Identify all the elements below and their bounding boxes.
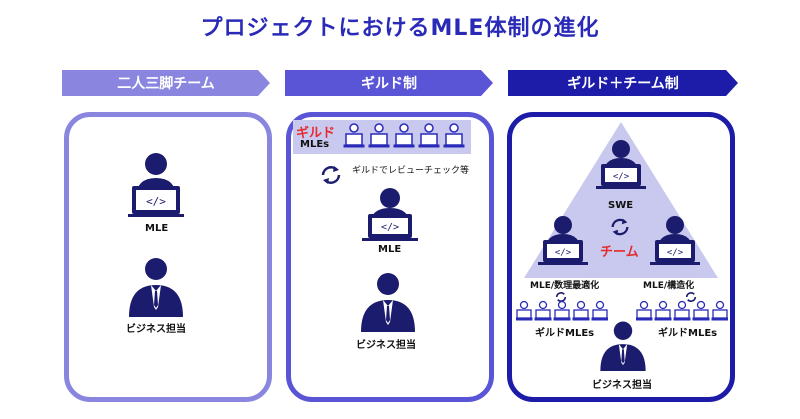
guild-members-icon <box>343 123 465 148</box>
business-person-icon <box>600 321 646 371</box>
page-title: プロジェクトにおけるMLE体制の進化 <box>200 16 600 41</box>
mle-laptop-icon: </> <box>362 188 418 241</box>
mle-laptop-icon: </> <box>538 216 588 265</box>
guild-left-label: ギルドMLEs <box>535 328 595 339</box>
swe-laptop-icon: </> <box>596 140 646 189</box>
stage-header-1: 二人三脚チーム <box>62 70 270 96</box>
guild-mles-label: MLEs <box>300 139 330 150</box>
guild-members-left-icon <box>516 300 608 321</box>
panel3-biz-label: ビジネス担当 <box>592 380 652 391</box>
guild-members-right-icon <box>636 300 728 321</box>
svg-text:</>: </> <box>667 248 684 258</box>
business-person-icon <box>361 273 415 332</box>
panel1-biz-label: ビジネス担当 <box>126 324 186 335</box>
stage-header-3: ギルド＋チーム制 <box>508 70 738 96</box>
guild-label: ギルド <box>296 126 336 141</box>
guild-right-label: ギルドMLEs <box>658 328 718 339</box>
cycle-arrows-icon <box>611 218 629 236</box>
panel-guild <box>286 112 494 402</box>
panel-duo-team <box>64 112 272 402</box>
cycle-arrows-icon <box>685 292 697 302</box>
stage-header-2: ギルド制 <box>285 70 493 96</box>
mle-left-label: MLE/数理最適化 <box>530 281 600 291</box>
svg-text:</>: </> <box>613 172 630 182</box>
business-person-icon <box>129 258 183 317</box>
review-note: ギルドでレビューチェック等 <box>352 166 470 176</box>
mle-laptop-icon: </> <box>128 153 184 217</box>
swe-label: SWE <box>608 200 634 211</box>
panel1-mle-label: MLE <box>145 223 169 234</box>
cycle-arrows-icon <box>321 166 341 184</box>
svg-text:</>: </> <box>146 195 166 208</box>
panel2-mle-label: MLE <box>378 244 402 255</box>
panel2-biz-label: ビジネス担当 <box>356 340 416 351</box>
mle-laptop-icon: </> <box>650 216 700 265</box>
mle-right-label: MLE/構造化 <box>643 281 695 291</box>
team-label: チーム <box>600 245 639 260</box>
svg-text:</>: </> <box>555 248 572 258</box>
svg-text:</>: </> <box>381 222 399 233</box>
